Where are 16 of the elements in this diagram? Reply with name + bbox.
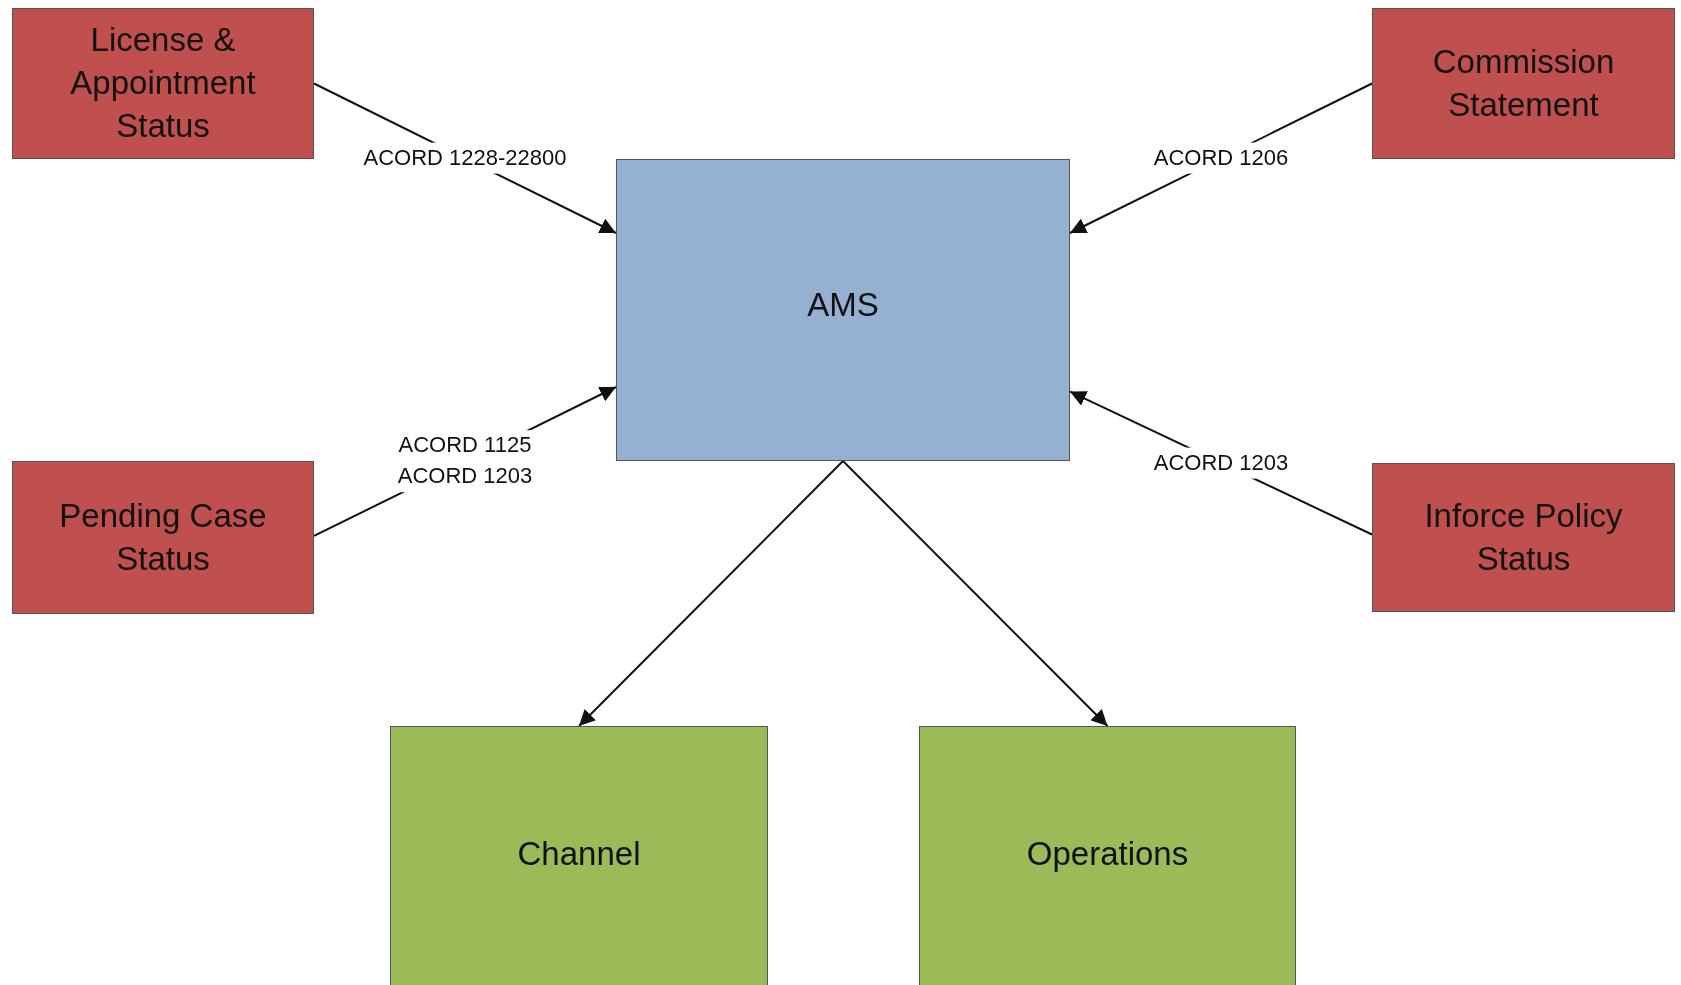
node-label: AMS bbox=[807, 284, 879, 325]
output-box bbox=[919, 726, 1296, 985]
process-box bbox=[12, 461, 314, 614]
system-box bbox=[616, 159, 1070, 461]
node-label: Operations bbox=[1026, 833, 1189, 874]
node-label: Pending Case Status bbox=[58, 495, 268, 579]
process-box bbox=[1372, 463, 1675, 612]
node-label: Commission Statement bbox=[1431, 41, 1616, 125]
node-label: License & Appointment Status bbox=[69, 20, 257, 146]
arrow bbox=[578, 460, 844, 727]
node-label: Channel bbox=[517, 833, 641, 874]
node-label: Inforce Policy Status bbox=[1423, 495, 1624, 579]
process-box bbox=[12, 8, 314, 159]
output-box bbox=[390, 726, 768, 985]
process-box bbox=[1372, 8, 1675, 159]
arrow bbox=[842, 460, 1109, 727]
